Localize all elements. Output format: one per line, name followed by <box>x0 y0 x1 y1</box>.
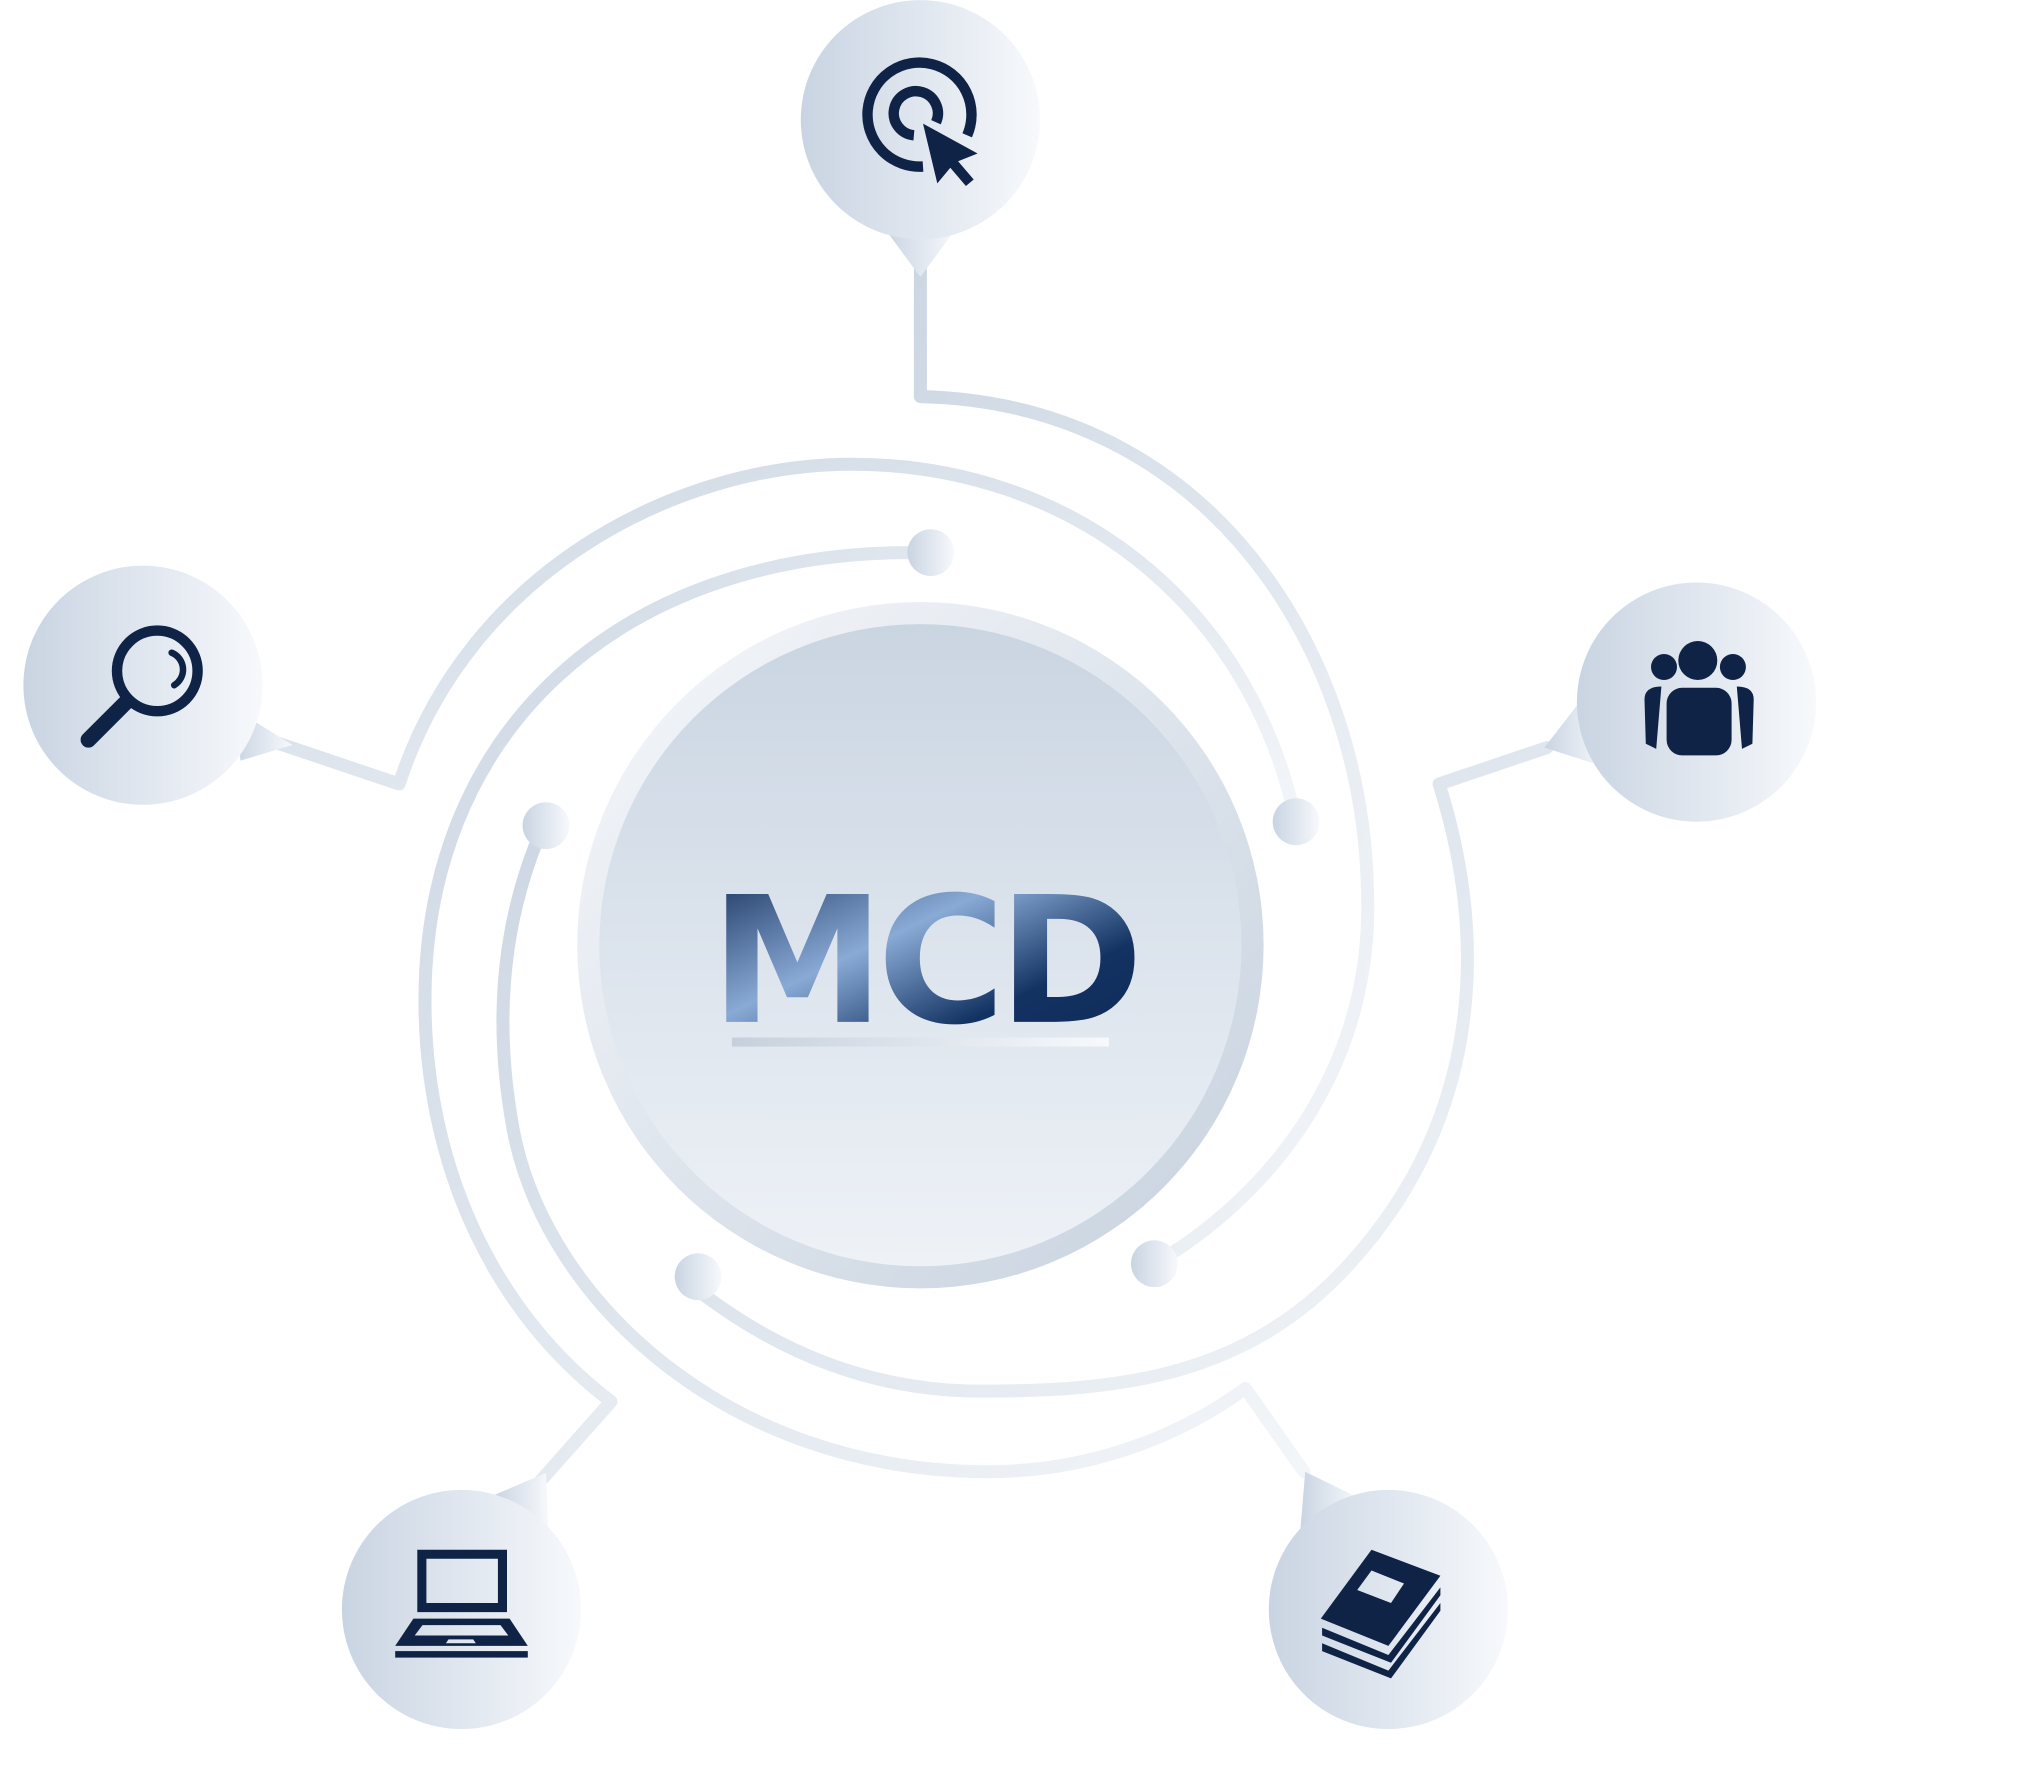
logo-underline <box>731 1037 1109 1047</box>
connector-dot <box>1131 1240 1178 1288</box>
books-icon <box>1320 1549 1441 1679</box>
line-people <box>695 741 1554 1398</box>
connector-dot <box>522 802 570 849</box>
node-search[interactable] <box>23 565 293 805</box>
mcd-logo: MCD <box>710 860 1136 1064</box>
line-laptop <box>418 546 917 1489</box>
node-people[interactable] <box>1544 582 1817 822</box>
connector-lines <box>273 260 1554 1489</box>
connector-dot <box>674 1253 722 1301</box>
node-target-click[interactable] <box>800 0 1040 277</box>
people-icon <box>1644 641 1754 756</box>
laptop-icon <box>395 1549 528 1658</box>
line-books <box>496 819 1311 1479</box>
node-laptop[interactable] <box>341 1473 582 1730</box>
search-icon <box>80 625 203 748</box>
connector-dot <box>1272 798 1320 846</box>
connector-dot <box>907 529 955 576</box>
node-books[interactable] <box>1268 1471 1508 1730</box>
line-top <box>913 260 1375 1262</box>
target-click-icon <box>862 57 978 186</box>
connector-dots <box>522 529 1320 1301</box>
line-search <box>273 457 1303 829</box>
center-hub: MCD <box>577 602 1264 1289</box>
